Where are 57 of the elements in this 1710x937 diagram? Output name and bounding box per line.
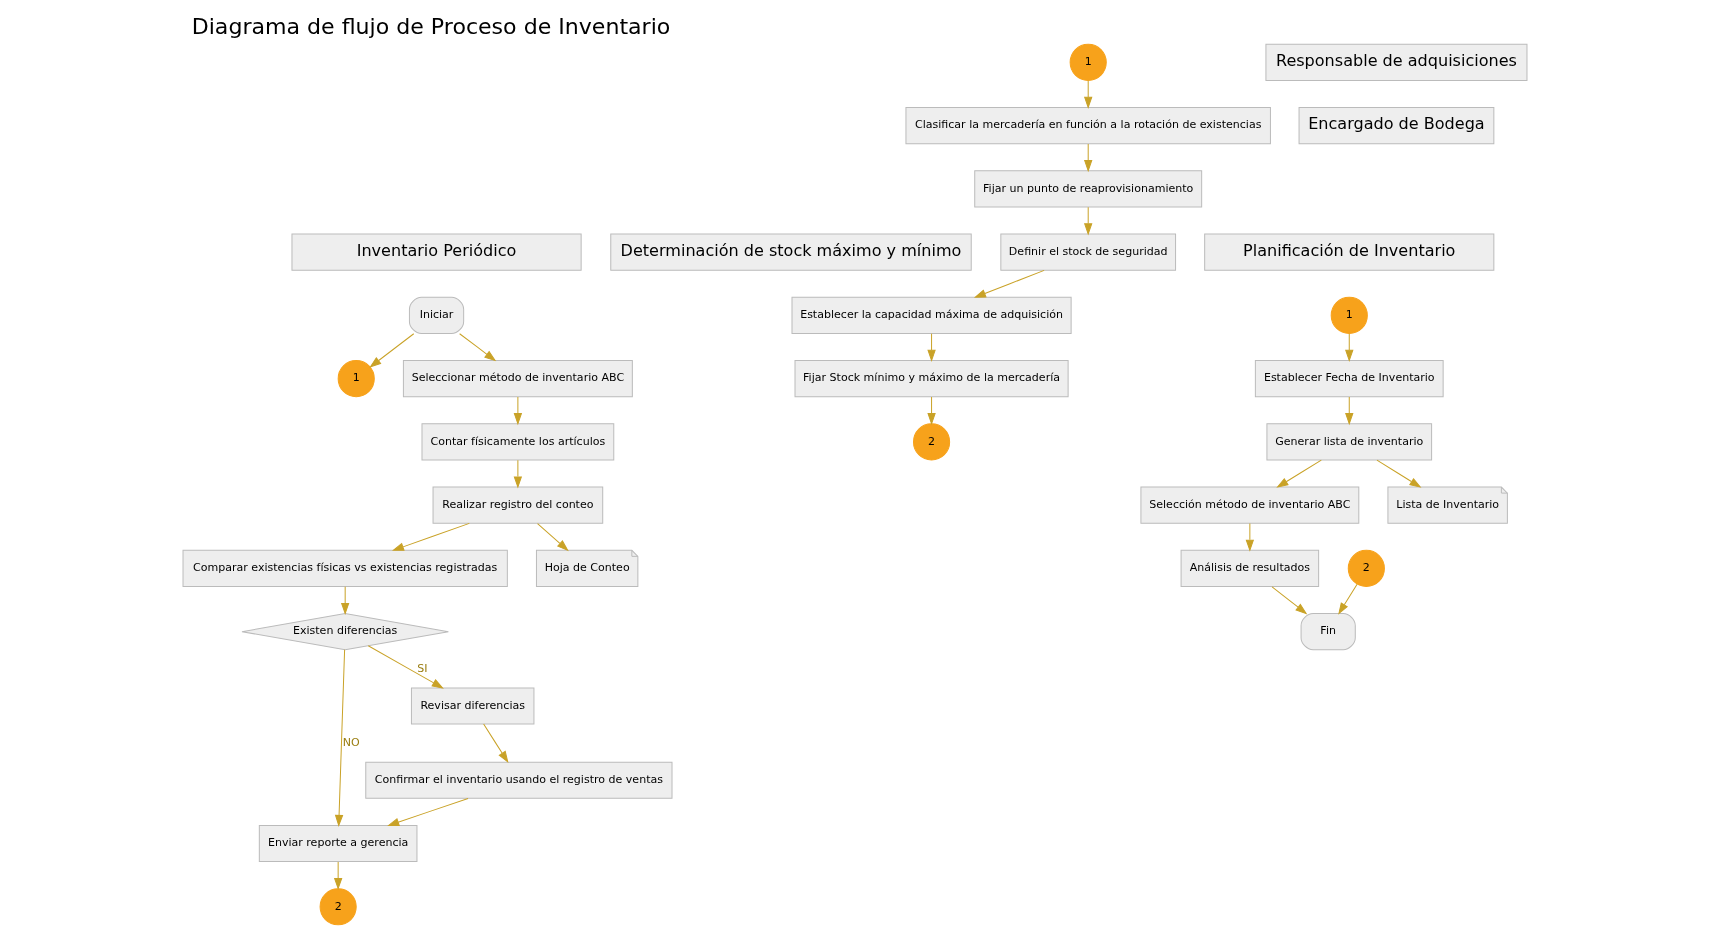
node-box: Encargado de Bodega [1298, 107, 1495, 145]
node-circle: 2 [319, 888, 357, 926]
node-box: Inventario Periódico [291, 233, 582, 271]
node-box: Clasificar la mercadería en función a la rotación de existencias [905, 107, 1271, 145]
arrow [1376, 459, 1421, 488]
node-box: Generar lista de inventario [1266, 423, 1433, 461]
arrow [1277, 459, 1322, 488]
arrow [1345, 333, 1354, 361]
arrow [459, 333, 496, 361]
node-box: Contar físicamente los artículos [421, 423, 615, 461]
node-box: Determinación de stock máximo y mínimo [610, 233, 972, 271]
arrow [1084, 143, 1093, 172]
node-box: Revisar diferencias [410, 687, 535, 725]
diagram-title: Diagrama de flujo de Proceso de Inventario [191, 13, 671, 39]
arrow [388, 798, 469, 827]
edge-label: NO [342, 735, 360, 749]
arrow [341, 586, 350, 614]
node-box: Selección método de inventario ABC [1140, 486, 1360, 524]
arrow [1271, 586, 1307, 614]
node-box: Confirmar el inventario usando el registro de ventas [365, 761, 673, 799]
arrow [537, 523, 569, 551]
node-box: Análisis de resultados [1180, 549, 1320, 587]
node-diamond: Existen diferencias [241, 613, 449, 651]
node-box: Establecer Fecha de Inventario [1254, 360, 1444, 398]
node-box: Establecer la capacidad máxima de adquisición [791, 296, 1072, 334]
node-circle: 1 [1330, 296, 1368, 334]
arrow [1345, 396, 1354, 425]
arrow [1338, 583, 1358, 614]
node-box: Realizar registro del conteo [432, 486, 604, 524]
arrow [392, 522, 470, 551]
arrow [370, 333, 415, 368]
node-circle: 2 [1347, 549, 1385, 587]
node-box: Responsable de adquisiciones [1265, 43, 1528, 81]
node-circle: 1 [337, 360, 375, 398]
arrow [335, 649, 346, 826]
arrow [927, 396, 936, 425]
node-box: Iniciar [408, 296, 465, 334]
arrow [1084, 80, 1093, 108]
node-box: Fijar Stock mínimo y máximo de la mercadería [794, 360, 1069, 398]
arrow [513, 459, 522, 488]
arrow [1245, 523, 1254, 551]
node-box: Fin [1300, 613, 1356, 651]
node-box: Seleccionar método de inventario ABC [402, 360, 633, 398]
arrow [513, 396, 522, 425]
node-box: Fijar un punto de reaprovisionamiento [974, 170, 1203, 208]
arrow [483, 723, 509, 763]
node-circle: 1 [1069, 43, 1107, 81]
node-box: Enviar reporte a gerencia [258, 824, 418, 863]
arrow [334, 861, 343, 890]
arrow [927, 333, 936, 361]
arrow [1084, 206, 1093, 235]
edge-label: SI [417, 661, 428, 675]
arrow [367, 645, 444, 689]
node-circle: 2 [913, 423, 951, 461]
node-box: Comparar existencias físicas vs existencias registradas [182, 549, 508, 587]
node-box: Planificación de Inventario [1204, 233, 1495, 271]
node-box: Definir el stock de seguridad [1000, 233, 1177, 271]
